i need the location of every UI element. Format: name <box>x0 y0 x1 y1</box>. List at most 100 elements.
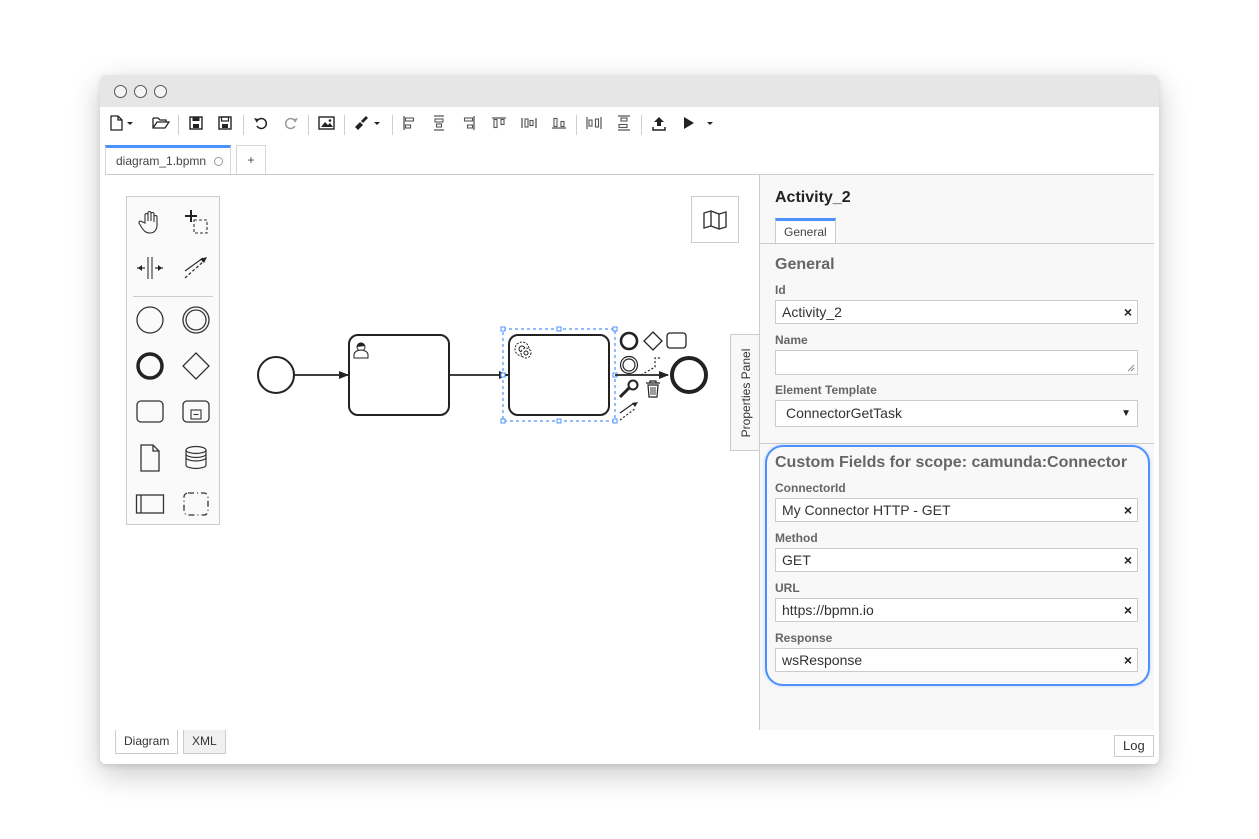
clear-response-icon[interactable]: × <box>1123 652 1132 668</box>
create-start-event[interactable] <box>131 301 169 339</box>
log-toggle-button[interactable]: Log <box>1114 735 1154 757</box>
start-event[interactable] <box>257 356 295 394</box>
append-association-icon[interactable] <box>619 402 638 421</box>
minimap-toggle-button[interactable] <box>691 196 739 243</box>
save-as-button[interactable] <box>214 107 236 139</box>
hand-icon <box>138 211 158 234</box>
create-pool[interactable] <box>131 485 169 523</box>
id-field[interactable]: Activity_2 × <box>775 300 1138 324</box>
response-value: wsResponse <box>782 652 863 668</box>
distribute-horizontal-button[interactable] <box>583 107 605 139</box>
tab-xml-view[interactable]: XML <box>183 730 226 754</box>
distribute-horizontal-icon <box>586 117 602 129</box>
run-button[interactable] <box>678 107 718 139</box>
space-tool[interactable] <box>131 249 169 287</box>
align-left-button[interactable] <box>398 107 420 139</box>
data-store-icon <box>185 445 207 470</box>
space-tool-icon <box>137 257 163 279</box>
toolbar <box>100 107 1159 145</box>
open-file-button[interactable] <box>150 107 172 139</box>
folder-open-icon <box>152 117 170 129</box>
pool-icon <box>135 494 165 514</box>
new-file-icon <box>110 115 133 131</box>
file-tabs: diagram_1.bpmn + <box>100 145 1159 175</box>
color-picker-button[interactable] <box>351 107 383 139</box>
clear-id-icon[interactable]: × <box>1123 304 1132 320</box>
append-gateway-icon[interactable] <box>643 331 663 351</box>
append-end-event-icon[interactable] <box>619 331 639 351</box>
method-label: Method <box>775 531 818 545</box>
align-top-button[interactable] <box>488 107 510 139</box>
context-pad <box>618 331 687 421</box>
resize-handle-icon[interactable] <box>1127 364 1135 372</box>
align-top-icon <box>492 117 506 129</box>
create-gateway[interactable] <box>177 347 215 385</box>
align-left-icon <box>403 116 415 130</box>
tab-diagram-view[interactable]: Diagram <box>115 730 179 754</box>
distribute-vertical-icon <box>618 115 630 131</box>
deploy-button[interactable] <box>648 107 670 139</box>
lasso-tool[interactable] <box>177 203 215 241</box>
id-value: Activity_2 <box>782 304 842 320</box>
service-task-selected[interactable] <box>500 326 618 424</box>
save-button[interactable] <box>185 107 207 139</box>
window-maximize-button[interactable] <box>154 85 167 98</box>
image-icon <box>317 116 335 130</box>
trash-icon[interactable] <box>646 380 660 398</box>
global-connect-tool[interactable] <box>177 249 215 287</box>
properties-panel: Activity_2 General General Id Activity_2… <box>759 174 1154 730</box>
undo-button[interactable] <box>250 107 272 139</box>
play-icon <box>684 117 713 129</box>
align-right-button[interactable] <box>458 107 480 139</box>
window-minimize-button[interactable] <box>134 85 147 98</box>
create-subprocess[interactable] <box>177 393 215 431</box>
clear-method-icon[interactable]: × <box>1123 552 1132 568</box>
element-template-value: ConnectorGetTask <box>786 405 902 421</box>
create-intermediate-event[interactable] <box>177 301 215 339</box>
method-field[interactable]: GET × <box>775 548 1138 572</box>
redo-button[interactable] <box>280 107 302 139</box>
new-file-button[interactable] <box>106 107 138 139</box>
create-group[interactable] <box>177 485 215 523</box>
name-field[interactable] <box>775 350 1138 375</box>
title-bar <box>100 75 1159 107</box>
export-image-button[interactable] <box>315 107 337 139</box>
create-data-object[interactable] <box>131 439 169 477</box>
url-value: https://bpmn.io <box>782 602 874 618</box>
create-task[interactable] <box>131 393 169 431</box>
hand-tool[interactable] <box>131 203 169 241</box>
connect-icon[interactable] <box>640 357 661 376</box>
paint-brush-icon <box>355 116 380 130</box>
url-field[interactable]: https://bpmn.io × <box>775 598 1138 622</box>
response-field[interactable]: wsResponse × <box>775 648 1138 672</box>
data-object-icon <box>140 444 160 472</box>
clear-url-icon[interactable]: × <box>1123 602 1132 618</box>
align-bottom-button[interactable] <box>548 107 570 139</box>
create-data-store[interactable] <box>177 439 215 477</box>
method-value: GET <box>782 552 811 568</box>
element-title: Activity_2 <box>775 189 851 206</box>
create-end-event[interactable] <box>131 347 169 385</box>
element-template-select[interactable]: ConnectorGetTask ▼ <box>775 400 1138 427</box>
bpmn-diagram <box>257 326 708 424</box>
connector-id-field[interactable]: My Connector HTTP - GET × <box>775 498 1138 522</box>
append-task-icon[interactable] <box>666 332 687 349</box>
user-task[interactable] <box>348 334 450 416</box>
tab-diagram-file[interactable]: diagram_1.bpmn <box>105 145 231 175</box>
distribute-vertical-button[interactable] <box>613 107 635 139</box>
add-tab-button[interactable]: + <box>236 145 266 175</box>
align-center-button[interactable] <box>428 107 450 139</box>
connector-id-value: My Connector HTTP - GET <box>782 502 951 518</box>
window-close-button[interactable] <box>114 85 127 98</box>
clear-connector-id-icon[interactable]: × <box>1123 502 1132 518</box>
lasso-icon <box>185 210 208 234</box>
append-intermediate-event-icon[interactable] <box>619 355 639 375</box>
diagram-canvas[interactable] <box>105 174 760 730</box>
properties-panel-toggle[interactable]: Properties Panel <box>730 334 760 451</box>
align-middle-button[interactable] <box>518 107 540 139</box>
tab-general[interactable]: General <box>775 218 836 244</box>
redo-icon <box>284 117 298 130</box>
save-as-icon <box>218 116 232 130</box>
end-event[interactable] <box>670 356 708 394</box>
wrench-icon[interactable] <box>618 379 639 399</box>
